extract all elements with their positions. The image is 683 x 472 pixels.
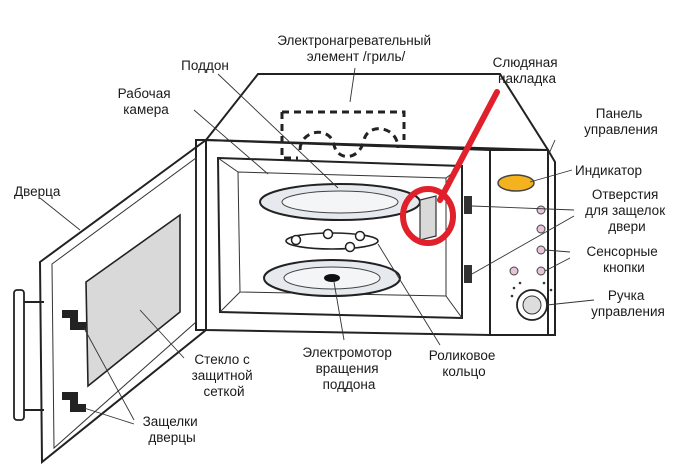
label-door: Дверца [14, 184, 61, 199]
label-latch-holes: Отверстия для защелок двери [585, 187, 669, 234]
label-tray: Поддон [181, 58, 229, 73]
mica-cover [419, 195, 437, 241]
top-face [203, 73, 550, 152]
roller [322, 228, 334, 240]
leader-lines [39, 67, 595, 425]
roller-ring [285, 228, 379, 253]
turntable-tray [259, 183, 421, 221]
label-latches: Защелки дверцы [143, 414, 202, 445]
label-knob: Ручка управления [591, 288, 665, 319]
door-latch-upper [62, 310, 86, 330]
roller [290, 234, 302, 246]
touch-button [536, 205, 546, 215]
label-panel: Панель управления [584, 106, 658, 137]
touch-button [536, 266, 546, 276]
label-mica: Слюдяная накладка [493, 55, 562, 86]
highlight-pointer [437, 89, 500, 203]
highlight-annotation [400, 89, 500, 246]
latch-hole-upper [464, 196, 472, 214]
hinge-strip [195, 139, 207, 331]
door [13, 138, 207, 465]
roller [354, 230, 366, 242]
label-glass: Стекло с защитной сеткой [192, 352, 257, 399]
door-latch-lower [62, 392, 86, 412]
label-chamber: Рабочая камера [118, 86, 175, 117]
roller [344, 241, 356, 253]
touch-button [536, 224, 546, 234]
label-heater: Электронагревательный элемент /гриль/ [277, 33, 435, 64]
touch-button [509, 266, 519, 276]
motor-shaft [324, 274, 340, 282]
door-glass [85, 213, 181, 388]
heating-element [280, 110, 406, 160]
door-handle [13, 289, 25, 421]
highlight-circle [400, 186, 456, 246]
label-indicator: Индикатор [575, 163, 642, 178]
door-frame [38, 138, 207, 465]
panel-controls [497, 174, 553, 321]
control-panel [489, 149, 556, 336]
label-touch-buttons: Сенсорные кнопки [586, 244, 661, 275]
label-motor: Электромотор вращения поддона [302, 345, 395, 392]
touch-button [536, 245, 546, 255]
label-roller: Роликовое кольцо [429, 348, 499, 379]
latch-hole-lower [464, 265, 472, 283]
indicator-display [497, 174, 535, 192]
motor-plate [263, 259, 401, 297]
